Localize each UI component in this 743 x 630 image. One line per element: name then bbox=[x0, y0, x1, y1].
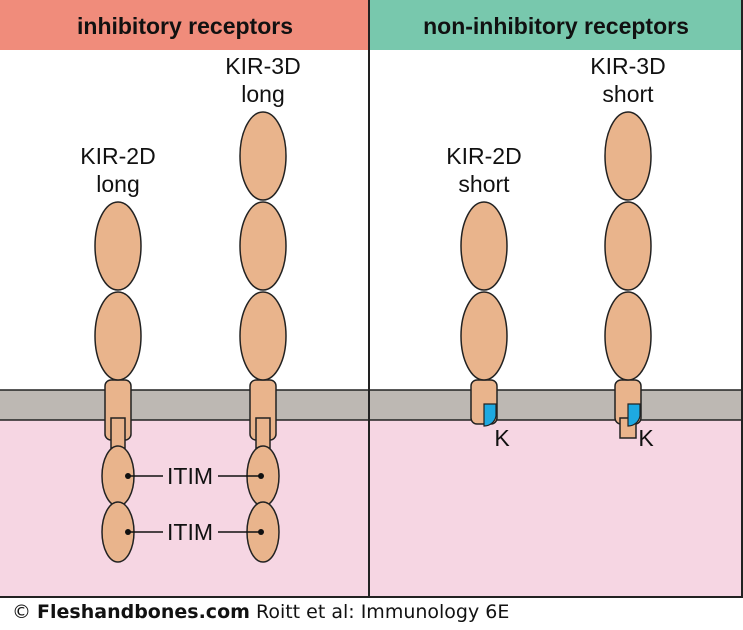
itim-label: ITIM bbox=[167, 519, 213, 545]
receptor-name: KIR-2D bbox=[446, 143, 521, 169]
receptor-name: KIR-3D bbox=[590, 53, 665, 79]
receptor-tail-type: short bbox=[602, 81, 654, 107]
title-inhibitory: inhibitory receptors bbox=[77, 13, 293, 39]
receptor-name: KIR-3D bbox=[225, 53, 300, 79]
ig-domain bbox=[239, 111, 287, 201]
receptor-tail-type: long bbox=[241, 81, 284, 107]
lysine-residue bbox=[627, 403, 641, 427]
lysine-label: K bbox=[638, 425, 654, 451]
header-non-inhibitory bbox=[369, 0, 743, 50]
ig-domain bbox=[94, 291, 142, 381]
ig-domain bbox=[239, 291, 287, 381]
ig-domain bbox=[604, 111, 652, 201]
header-inhibitory bbox=[0, 0, 369, 50]
receptor-tail-type: long bbox=[96, 171, 139, 197]
ig-domain bbox=[460, 201, 508, 291]
receptor-tail-type: short bbox=[458, 171, 510, 197]
ig-domain bbox=[94, 201, 142, 291]
ig-domain bbox=[239, 201, 287, 291]
receptor-name: KIR-2D bbox=[80, 143, 155, 169]
cytoplasmic-tail bbox=[110, 417, 126, 449]
title-non-inhibitory: non-inhibitory receptors bbox=[423, 13, 689, 39]
ig-domain bbox=[460, 291, 508, 381]
ig-domain bbox=[604, 291, 652, 381]
credit-citation: Roitt et al: Immunology 6E bbox=[255, 601, 510, 623]
credit-site: Fleshandbones.com bbox=[37, 601, 250, 623]
ig-domain bbox=[604, 201, 652, 291]
credit-line: © Fleshandbones.com Roitt et al: Immunol… bbox=[12, 601, 509, 623]
copyright-symbol: © bbox=[12, 601, 31, 623]
lysine-label: K bbox=[494, 425, 510, 451]
lysine-residue bbox=[483, 403, 497, 427]
itim-label: ITIM bbox=[167, 463, 213, 489]
cytoplasmic-tail bbox=[255, 417, 271, 449]
